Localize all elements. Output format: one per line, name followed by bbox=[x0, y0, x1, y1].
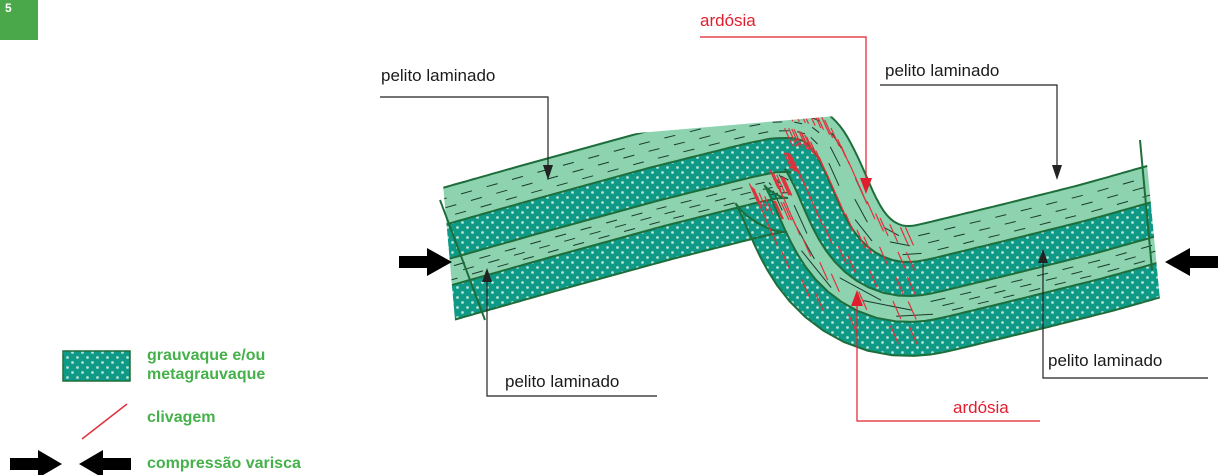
legend-clivagem: clivagem bbox=[147, 408, 215, 427]
label-ardosia-bottom: ardósia bbox=[953, 398, 1009, 418]
legend-grauvaque-line2: metagrauvaque bbox=[147, 365, 265, 384]
legend-grauvaque-line1: grauvaque e/ou bbox=[147, 346, 265, 365]
compression-arrow-right-icon bbox=[1165, 248, 1218, 276]
legend-arrow-left-icon bbox=[79, 450, 131, 475]
legend-compressao: compressão varisca bbox=[147, 454, 301, 473]
label-pelito-top-right: pelito laminado bbox=[885, 61, 999, 81]
label-pelito-bottom-left: pelito laminado bbox=[505, 372, 619, 392]
label-pelito-top-left: pelito laminado bbox=[381, 66, 495, 86]
greywacke-swatch-icon bbox=[63, 351, 130, 381]
compression-arrow-left-icon bbox=[399, 248, 452, 276]
label-pelito-bottom-right: pelito laminado bbox=[1048, 351, 1162, 371]
label-ardosia-top: ardósia bbox=[700, 11, 756, 31]
legend-arrow-right-icon bbox=[10, 450, 62, 475]
legend-grauvaque: grauvaque e/ou metagrauvaque bbox=[147, 346, 265, 384]
fold-structure bbox=[400, 102, 1218, 356]
cleavage-line-icon bbox=[82, 404, 127, 439]
